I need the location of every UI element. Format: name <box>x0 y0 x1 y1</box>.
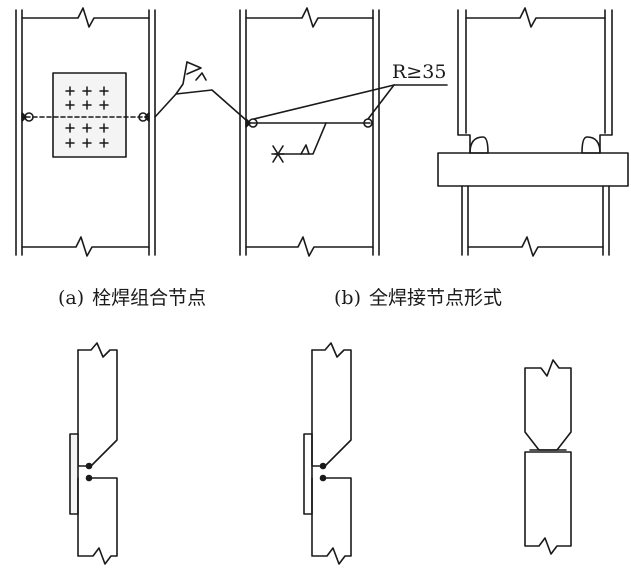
caption-a-text: 栓焊组合节点 <box>92 287 207 309</box>
weld-leader-1 <box>155 62 187 117</box>
caption-a: (a) 栓焊组合节点 <box>58 283 206 310</box>
weld-leader-cross <box>176 90 246 120</box>
weld-leader-2 <box>275 123 326 154</box>
weld-cross-symbol <box>272 146 284 162</box>
column-lower-3 <box>462 186 609 255</box>
caption-b: (b) 全焊接节点形式 <box>334 283 502 310</box>
weld-symbol-1 <box>196 73 206 80</box>
weld-mark-right-1 <box>145 113 149 121</box>
panel-b-full-weld-detail: R≥35 <box>176 8 447 256</box>
transverse-plate <box>438 153 628 186</box>
caption-a-tag: (a) <box>58 287 85 309</box>
break-line-bottom-3 <box>468 237 603 256</box>
panel-c-transverse-plate <box>438 8 628 256</box>
column-left-2 <box>240 10 246 255</box>
column-left-1 <box>16 10 22 255</box>
bolt-pattern <box>66 87 108 147</box>
weld-bead-left-3 <box>470 137 488 153</box>
gusset-plate <box>53 73 126 157</box>
caption-b-tag: (b) <box>334 287 361 309</box>
break-line-bottom-2 <box>246 237 373 256</box>
break-line-top-1 <box>22 8 149 27</box>
weld-flag-1 <box>187 62 201 74</box>
splice-elevation-3 <box>525 360 571 554</box>
caption-b-text: 全焊接节点形式 <box>369 287 503 309</box>
break-line-bottom-1 <box>22 237 149 256</box>
weld-bead-right-3 <box>582 137 600 153</box>
radius-annotation: R≥35 <box>392 61 446 83</box>
weld-mark-left-1 <box>22 113 26 121</box>
break-line-top-2 <box>246 8 373 27</box>
splice-elevation-1 <box>70 343 117 564</box>
radius-leader-left <box>254 85 394 119</box>
splice-elevation-2 <box>304 343 351 564</box>
column-right-2 <box>373 10 379 255</box>
weld-symbol-2 <box>301 145 309 154</box>
column-upper-3 <box>458 10 612 153</box>
radius-leader-right <box>368 85 394 119</box>
column-right-1 <box>149 10 155 255</box>
panel-a-bolt-weld-detail <box>16 8 206 256</box>
break-line-top-3 <box>466 8 605 27</box>
weld-mark-left-2 <box>246 119 250 127</box>
